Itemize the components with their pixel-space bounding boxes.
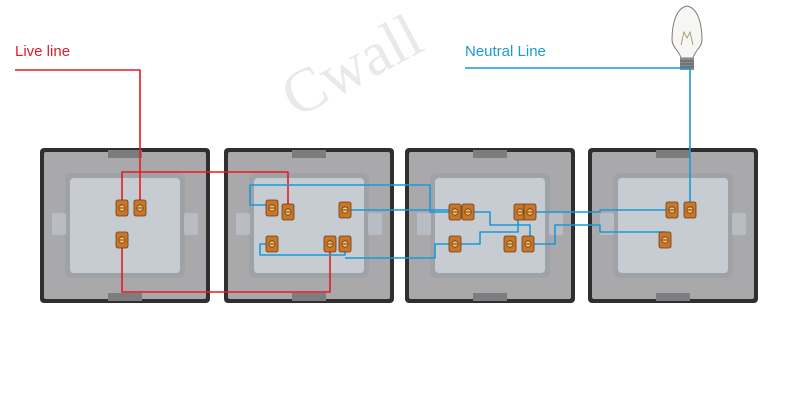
screw-terminal xyxy=(448,203,462,221)
screw-terminal xyxy=(665,201,679,219)
screw-terminal xyxy=(338,235,352,253)
live-wire-switch1-to-switch2 xyxy=(121,171,289,210)
screw-terminal xyxy=(323,235,337,253)
screw-terminal xyxy=(521,235,535,253)
switch-plate-two-way-switch-a xyxy=(224,148,394,303)
traveller-wire-4 xyxy=(528,209,672,213)
cross-wire-2 xyxy=(455,212,519,245)
screw-terminal xyxy=(448,235,462,253)
neutral-line-label: Neutral Line xyxy=(465,43,546,60)
live-wire-feed xyxy=(15,69,141,208)
screw-terminal xyxy=(133,199,147,217)
traveller-wire-1 xyxy=(249,184,455,213)
traveller-wire-3 xyxy=(345,243,452,259)
switch-plate-single-control-switch xyxy=(40,148,210,303)
screw-terminal xyxy=(523,203,537,221)
switch-plate-two-way-switch-b xyxy=(588,148,758,303)
screw-terminal xyxy=(265,235,279,253)
screw-terminal xyxy=(338,201,352,219)
screw-terminal xyxy=(115,231,129,249)
screw-terminal xyxy=(115,199,129,217)
screw-terminal xyxy=(265,199,279,217)
live-line-label: Live line xyxy=(15,43,71,60)
light-bulb-icon xyxy=(671,5,703,70)
screw-terminal xyxy=(503,235,517,253)
screw-terminal xyxy=(461,203,475,221)
neutral-wire-lamp xyxy=(465,67,691,208)
screw-terminal xyxy=(658,231,672,249)
screw-terminal xyxy=(683,201,697,219)
live-wire-switch1-bottom-loop xyxy=(121,240,331,293)
screw-terminal xyxy=(281,203,295,221)
